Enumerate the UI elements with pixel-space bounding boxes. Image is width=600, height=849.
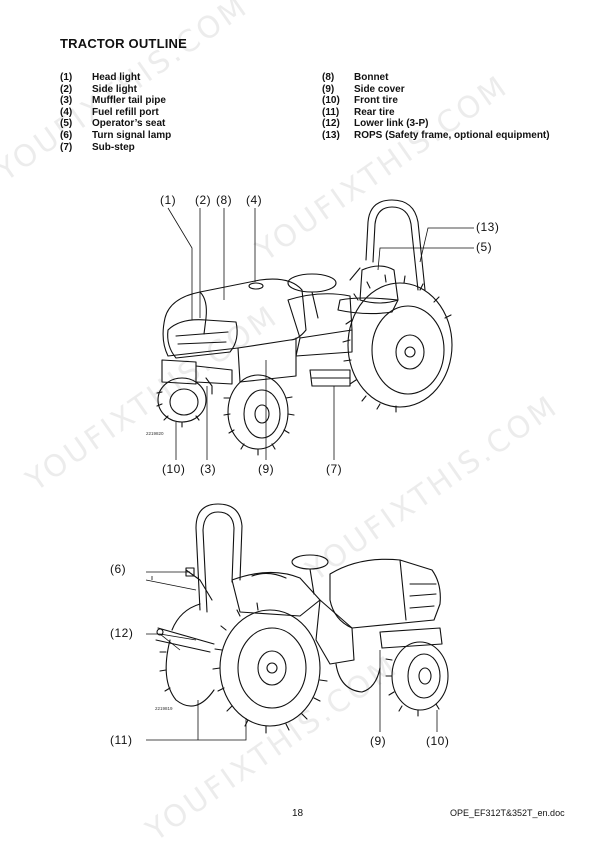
callout-label: (8) <box>216 193 233 207</box>
callout-label: (2) <box>195 193 212 207</box>
callout-label: (5) <box>476 240 493 254</box>
callout-label: (12) <box>110 626 134 640</box>
callout-label: (11) <box>110 733 133 747</box>
callout-label: (1) <box>160 193 177 207</box>
document-filename: OPE_EF312T&352T_en.doc <box>450 808 565 818</box>
legend-item: (7)Sub-step <box>60 141 135 153</box>
legend-item: (13)ROPS (Safety frame, optional equipme… <box>322 129 550 141</box>
callout-label: (13) <box>476 220 500 234</box>
page-number: 18 <box>292 808 304 819</box>
legend-item: (9)Side cover <box>322 83 405 95</box>
legend-item: (4)Fuel refill port <box>60 106 159 118</box>
callout-label: (7) <box>326 462 343 476</box>
legend-item: (1)Head light <box>60 72 141 83</box>
figure-code: 2219819 <box>155 706 173 711</box>
callout-label: (9) <box>370 734 387 748</box>
legend-item: (10)Front tire <box>322 95 398 107</box>
legend-left: (1)Head light (2)Side light (3)Muffler t… <box>60 72 171 153</box>
legend-item: (3)Muffler tail pipe <box>60 95 166 107</box>
legend-item: (6)Turn signal lamp <box>60 129 172 141</box>
legend-item: (8)Bonnet <box>322 72 389 83</box>
callout-label: (9) <box>258 462 275 476</box>
legend-item: (2)Side light <box>60 83 137 95</box>
callout-label: (4) <box>246 193 263 207</box>
figure-code: 2219820 <box>146 431 164 436</box>
callout-label: (10) <box>426 734 450 748</box>
legend-right: (8)Bonnet (9)Side cover (10)Front tire (… <box>322 72 550 142</box>
legend-item: (5)Operator’s seat <box>60 118 166 130</box>
legend-item: (11)Rear tire <box>322 106 395 118</box>
page-title: TRACTOR OUTLINE <box>60 36 187 51</box>
legend-item: (12)Lower link (3-P) <box>322 118 429 130</box>
callout-label: (3) <box>200 462 217 476</box>
callout-label: (6) <box>110 562 127 576</box>
callout-label: (10) <box>162 462 186 476</box>
